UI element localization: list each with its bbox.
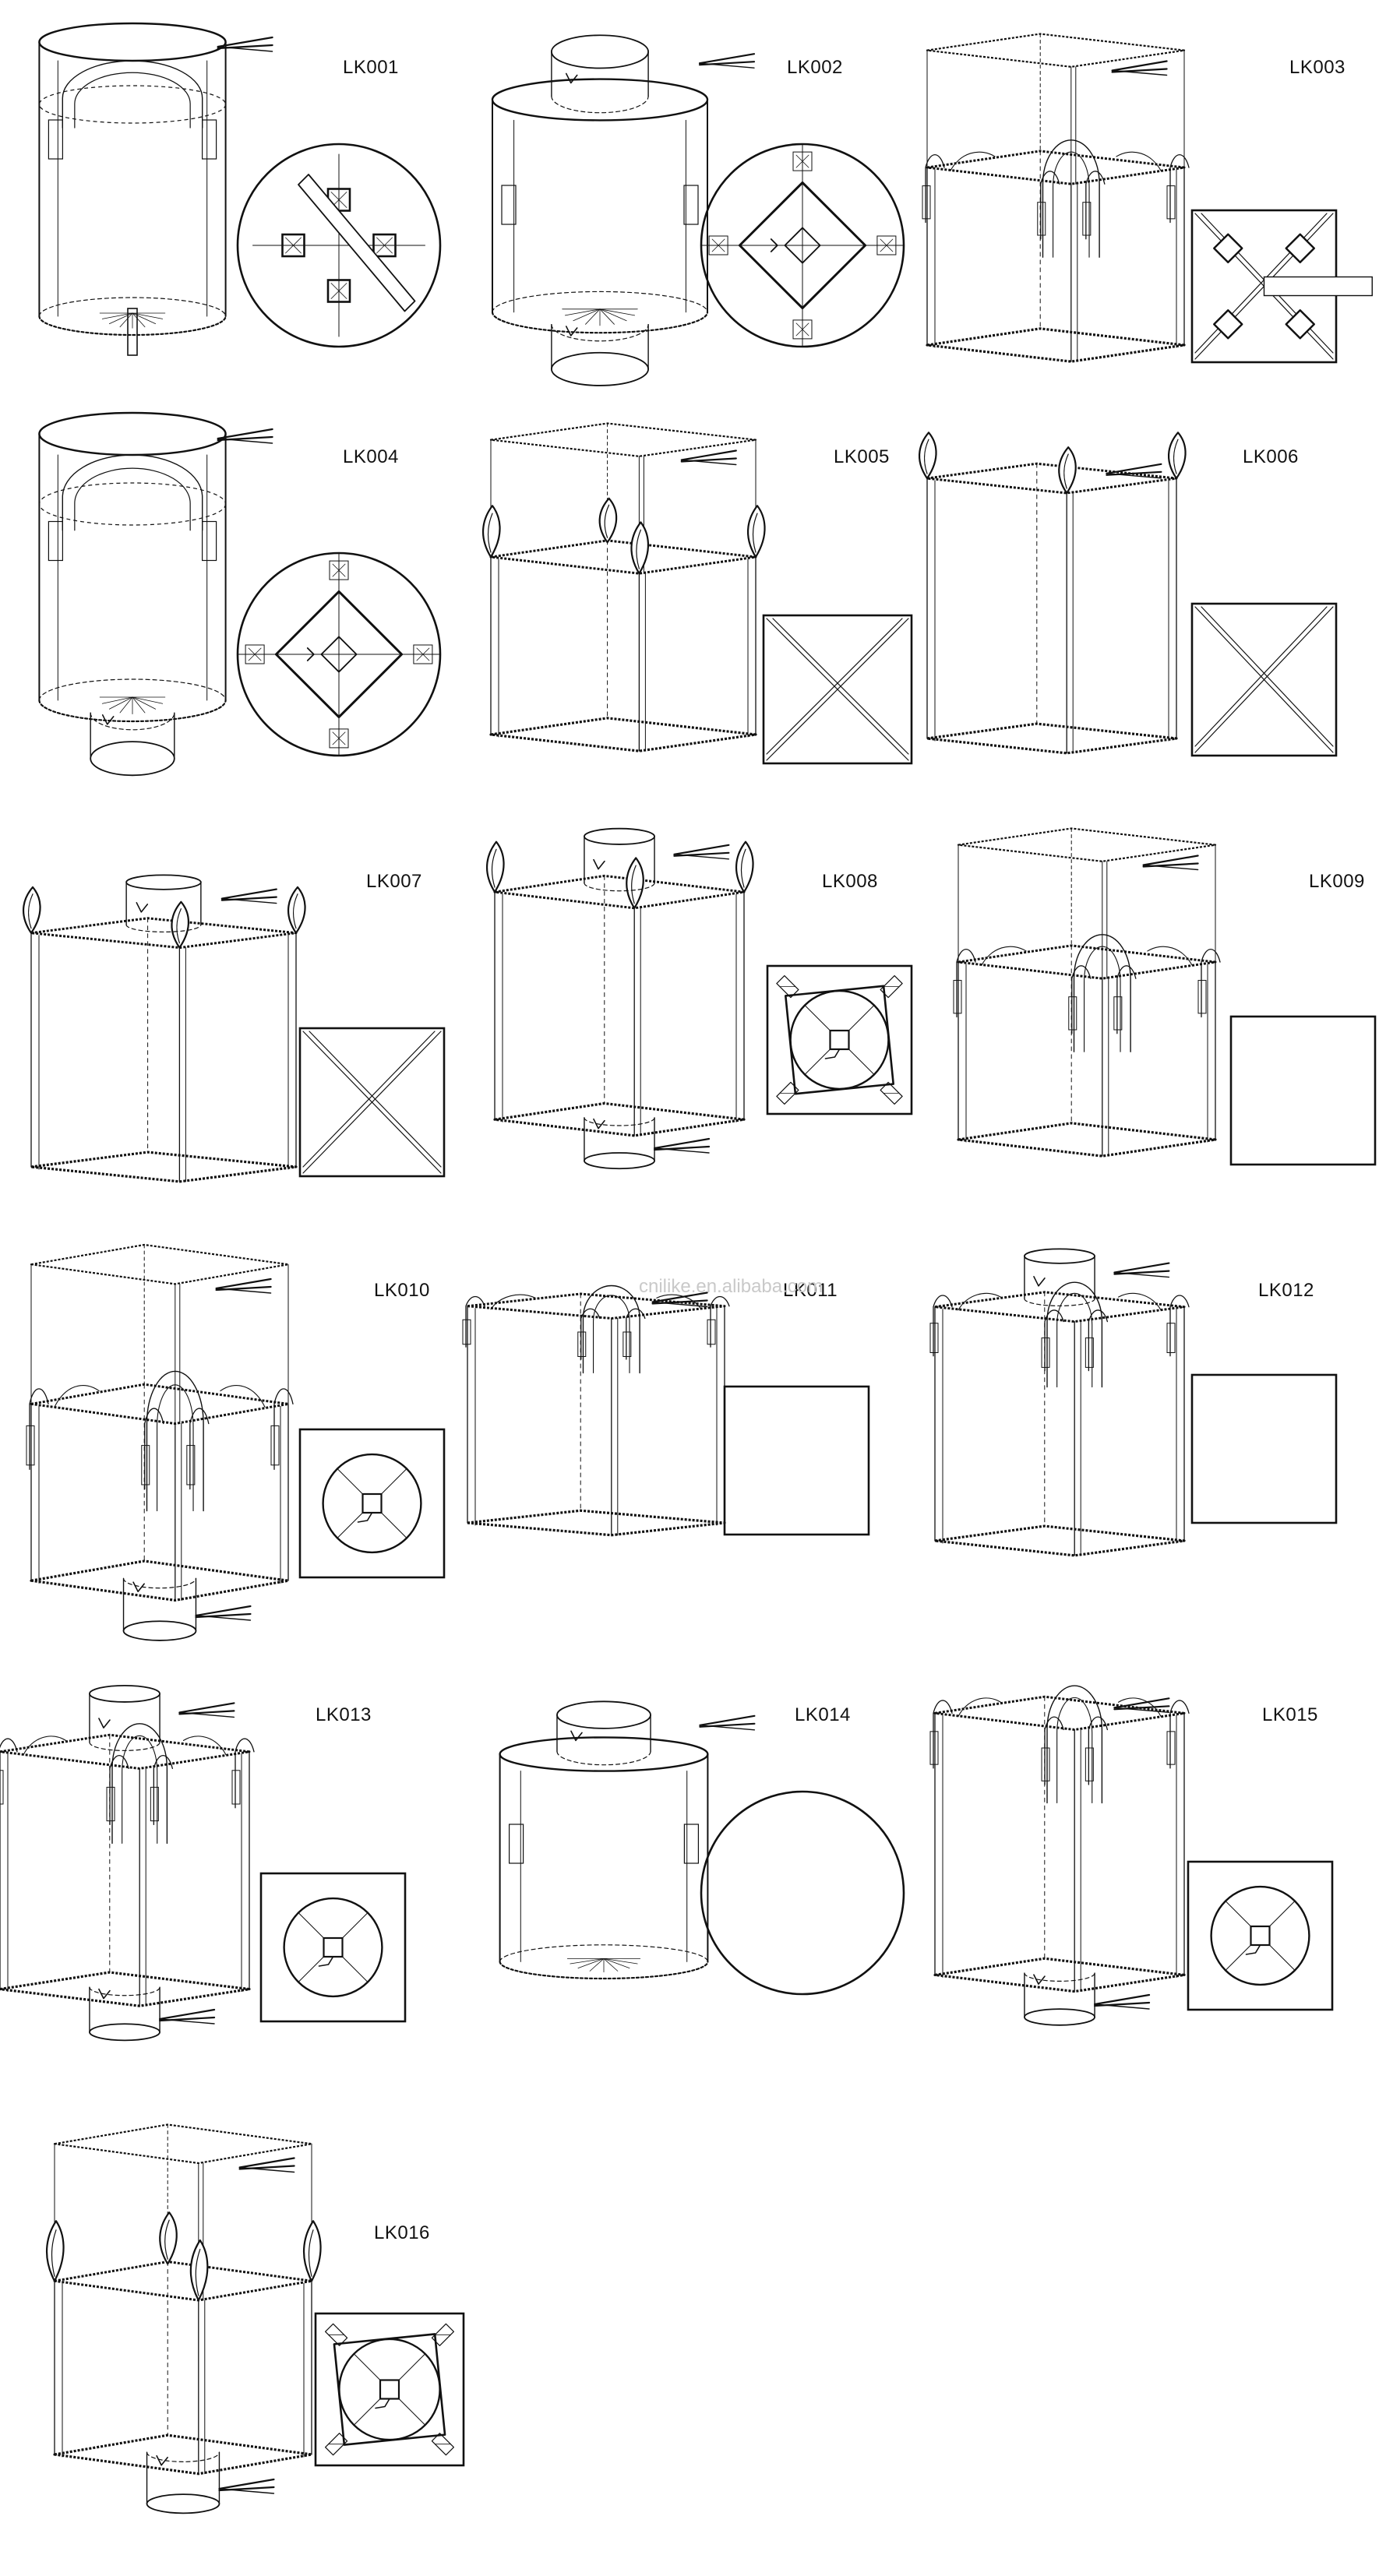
product-code-lk013: LK013 (316, 1704, 372, 1725)
bag-lk012 (929, 1248, 1190, 1557)
plan-view-lk008 (766, 964, 913, 1115)
bag-lk013 (0, 1684, 255, 2042)
product-code-lk004: LK004 (343, 446, 399, 467)
product-code-lk009: LK009 (1309, 871, 1365, 892)
bag-lk004 (38, 411, 273, 777)
bag-lk005 (482, 422, 766, 752)
product-code-lk011: LK011 (783, 1280, 838, 1301)
product-code-lk007: LK007 (366, 871, 422, 892)
bag-lk011 (462, 1284, 730, 1537)
bag-lk015 (929, 1685, 1190, 2026)
product-code-lk016: LK016 (374, 2222, 430, 2243)
product-code-lk005: LK005 (834, 446, 890, 467)
plan-view-lk001 (236, 143, 442, 348)
bag-lk001 (38, 22, 273, 356)
plan-view-lk003 (1190, 209, 1373, 364)
product-code-lk015: LK015 (1262, 1704, 1318, 1725)
plan-view-lk012 (1190, 1373, 1338, 1524)
product-code-lk002: LK002 (787, 57, 843, 78)
plan-view-lk007 (298, 1027, 446, 1178)
plan-view-lk014 (700, 1790, 905, 1996)
plan-view-lk015 (1187, 1860, 1334, 2011)
bag-lk006 (919, 432, 1187, 755)
bag-lk009 (953, 827, 1221, 1158)
bag-lk003 (922, 33, 1190, 363)
product-code-lk010: LK010 (374, 1280, 430, 1301)
product-code-lk003: LK003 (1289, 57, 1345, 78)
product-code-lk008: LK008 (822, 871, 878, 892)
plan-view-lk002 (700, 143, 905, 348)
plan-view-lk004 (236, 551, 442, 757)
bag-lk016 (45, 2123, 322, 2514)
bag-lk010 (26, 1243, 294, 1641)
product-code-lk014: LK014 (795, 1704, 851, 1725)
bag-lk014 (499, 1700, 756, 1980)
bag-lk002 (491, 34, 756, 386)
product-code-lk012: LK012 (1258, 1280, 1314, 1301)
plan-view-lk013 (259, 1872, 407, 2023)
plan-view-lk009 (1229, 1015, 1377, 1166)
product-code-lk006: LK006 (1243, 446, 1299, 467)
plan-view-lk010 (298, 1428, 446, 1579)
bag-lk007 (23, 874, 306, 1183)
plan-view-lk016 (314, 2312, 465, 2467)
watermark-text: cnilike.en.alibaba.com (639, 1276, 824, 1297)
plan-view-lk005 (762, 614, 913, 765)
bag-lk008 (486, 827, 754, 1170)
plan-view-lk011 (723, 1385, 870, 1536)
product-code-lk001: LK001 (343, 57, 399, 78)
plan-view-lk006 (1190, 602, 1338, 757)
